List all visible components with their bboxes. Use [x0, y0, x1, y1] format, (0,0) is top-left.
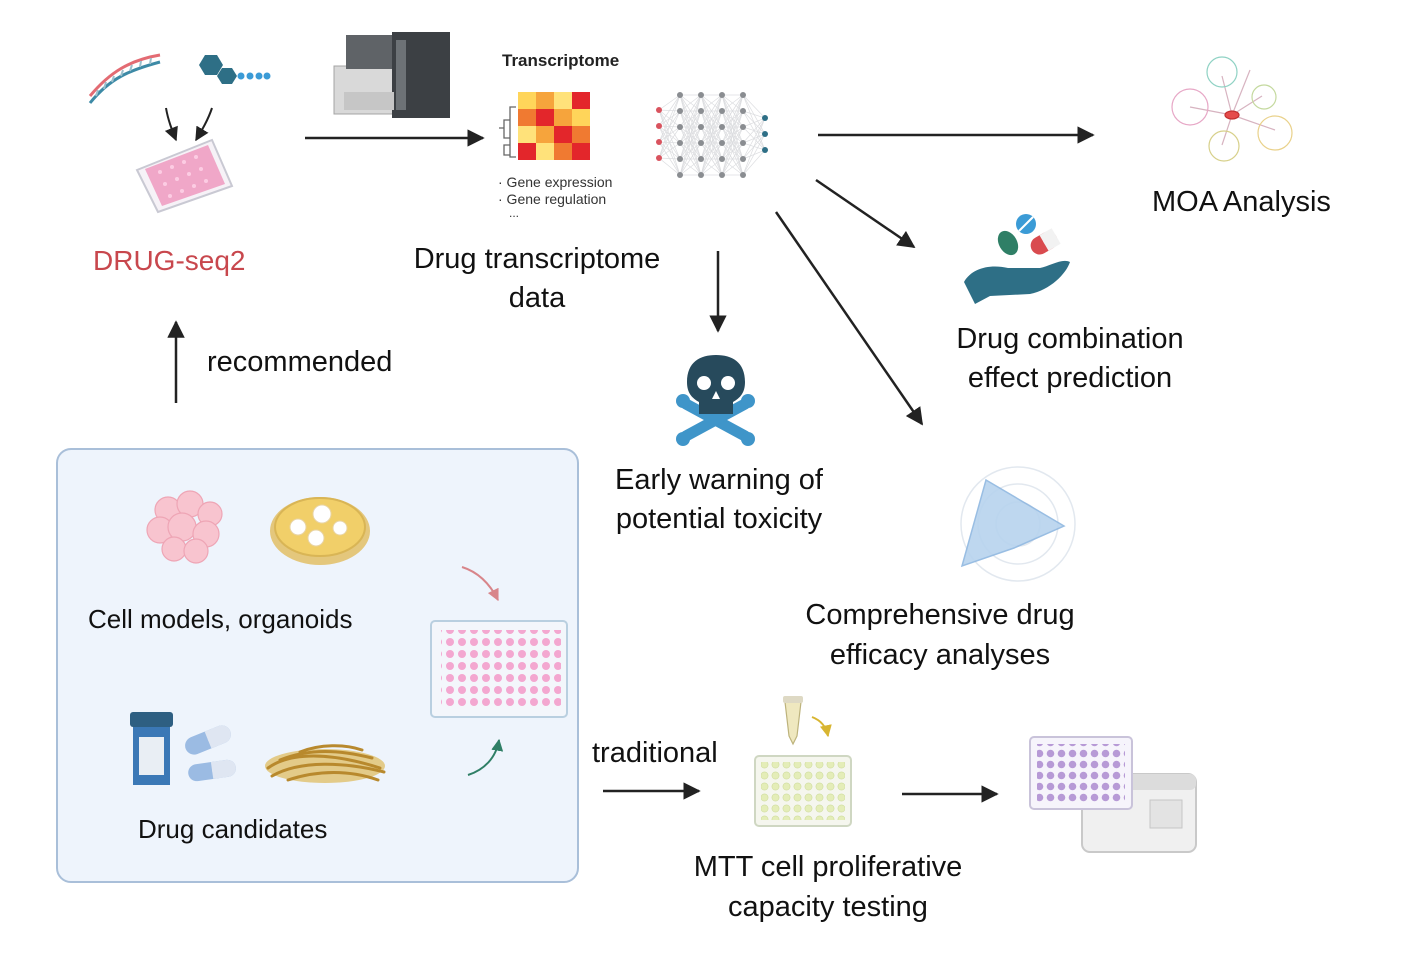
drug-transcriptome-line2: data — [508, 282, 566, 314]
mtt-line2: capacity testing — [728, 891, 928, 923]
transcriptome-title: Transcriptome — [502, 51, 620, 70]
arrow-to-combination — [815, 178, 916, 249]
toxicity-line1: Early warning of — [615, 464, 823, 496]
ellipsis-text: ... — [509, 206, 520, 220]
mtt-line1: MTT cell proliferative — [693, 851, 963, 883]
radar-chart-icon — [960, 466, 1076, 582]
capsule-icon — [185, 725, 236, 782]
well-plate-pink-icon — [430, 620, 568, 718]
toxicity-line2: potential toxicity — [615, 503, 823, 535]
plate-reader-icon — [1029, 736, 1197, 853]
combination-line2: effect prediction — [967, 362, 1173, 394]
arrow-into-plate — [461, 566, 499, 602]
pill-bottle-icon — [130, 712, 173, 785]
curved-arrow-left — [164, 107, 178, 142]
recommended-label: recommended — [207, 346, 393, 378]
gene-expression-text: · Gene expression — [498, 174, 613, 190]
drug-transcriptome-line1: Drug transcriptome — [413, 243, 661, 275]
network-graph-icon — [1171, 56, 1293, 162]
drug-candidates-label: Drug candidates — [138, 814, 328, 844]
cell-cluster-icon — [146, 490, 223, 564]
skull-crossbones-icon — [676, 355, 755, 446]
pill-hand-icon — [964, 214, 1070, 304]
neural-network-icon — [656, 92, 768, 178]
molecule-icon — [199, 55, 271, 84]
well-plate-yellow-icon — [754, 755, 852, 827]
gene-regulation-text: · Gene regulation — [498, 191, 607, 207]
petri-dish-icon — [270, 497, 370, 565]
drugseq-label: DRUG-seq2 — [93, 245, 246, 276]
curved-arrow-right — [195, 107, 213, 142]
cell-models-label: Cell models, organoids — [88, 604, 353, 634]
well-plate-icon — [135, 138, 234, 214]
combination-line1: Drug combination — [956, 323, 1184, 355]
traditional-label: traditional — [592, 737, 718, 769]
pipette-icon — [783, 696, 832, 746]
dna-strand-icon — [88, 53, 161, 104]
sequencer-icon — [333, 32, 450, 118]
arrow-from-candidates — [467, 738, 504, 776]
arrow-to-efficacy — [774, 211, 924, 426]
heatmap-icon — [499, 92, 590, 160]
efficacy-line1: Comprehensive drug — [805, 599, 1075, 631]
moa-label: MOA Analysis — [1152, 186, 1331, 218]
efficacy-line2: efficacy analyses — [829, 639, 1051, 671]
herb-icon — [265, 744, 386, 783]
